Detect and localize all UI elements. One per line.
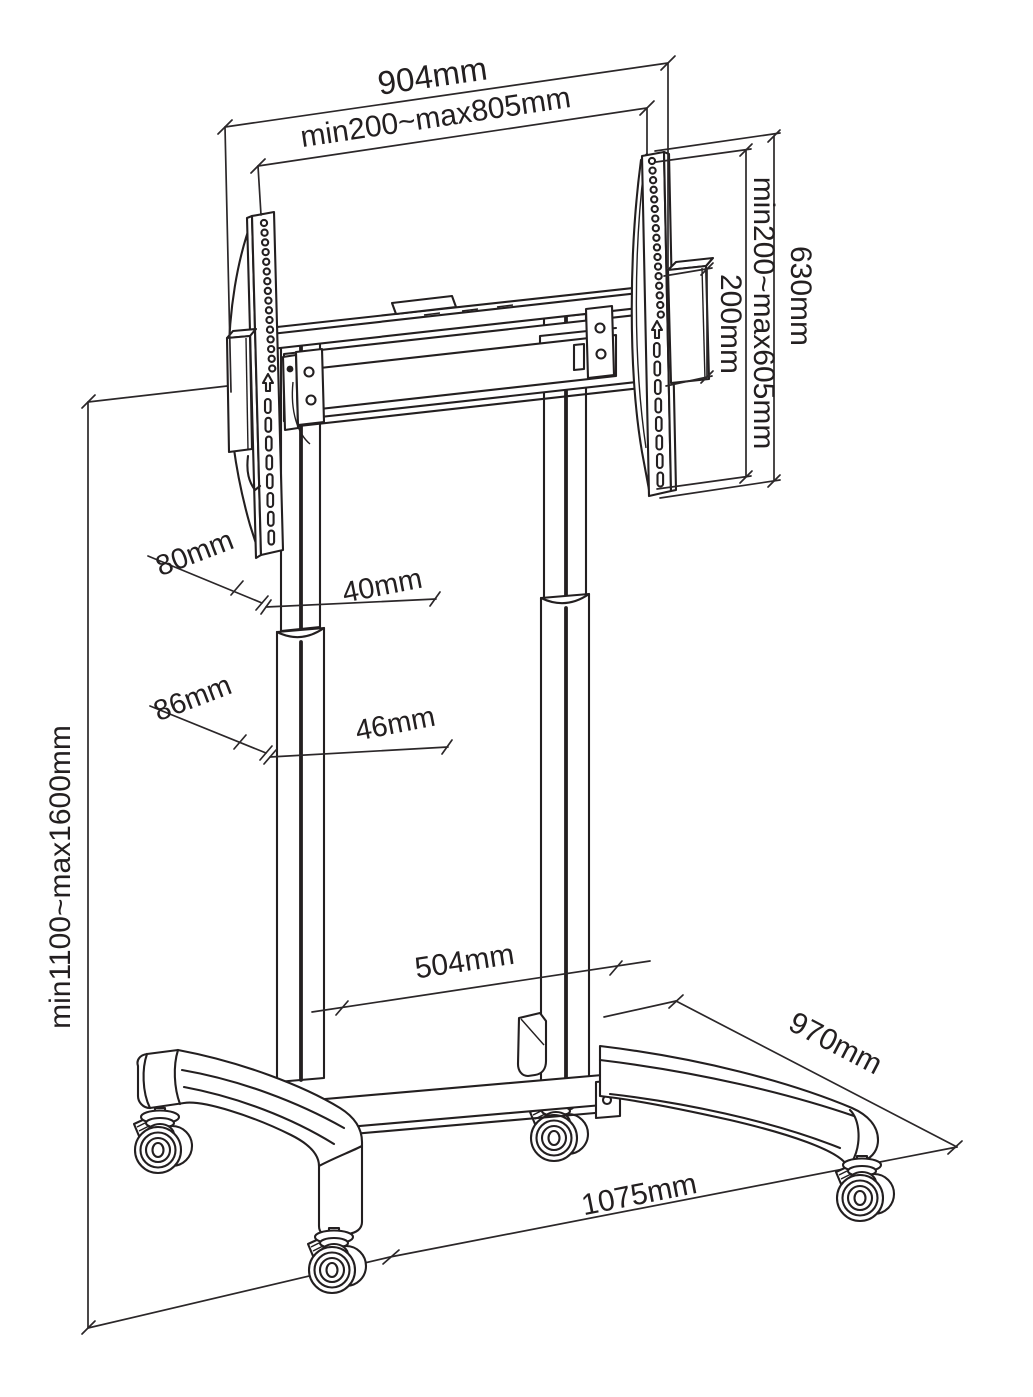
right-vesa-rail — [630, 150, 715, 498]
dim-label-vesa-plate-height: 200mm — [714, 274, 747, 374]
dim-label-column-spacing: 504mm — [413, 938, 517, 986]
caster-right — [834, 1154, 896, 1223]
dim-label-vesa-height-range: min200~max605mm — [747, 177, 780, 450]
dim-label-inner-column-depth: 80mm — [151, 524, 238, 583]
dim-label-height-range: min1100~max1600mm — [44, 725, 77, 1029]
vesa-slots-right — [652, 341, 665, 488]
dim-label-outer-column-width: 46mm — [353, 701, 438, 748]
dim-label-outer-column-depth: 86mm — [149, 669, 236, 728]
vesa-holes-left — [259, 218, 277, 373]
up-arrow-icon — [650, 319, 664, 340]
cable-hook — [516, 1011, 548, 1078]
base-left-leg — [136, 1048, 364, 1238]
caster-front-left — [132, 1106, 194, 1175]
dim-label-base-width: 1075mm — [579, 1167, 700, 1222]
base-right-leg — [598, 1044, 880, 1166]
vesa-holes-right — [647, 156, 665, 319]
caster-bottom-center — [306, 1226, 368, 1295]
left-column — [275, 338, 326, 1084]
dimension-labels: 904mm min200~max805mm 630mm min200~max60… — [44, 49, 887, 1222]
dim-label-base-depth: 970mm — [783, 1006, 887, 1081]
crossbar-assembly — [260, 285, 650, 445]
dim-label-bracket-height: 630mm — [784, 246, 817, 346]
left-vesa-rail — [225, 210, 285, 560]
up-arrow-icon — [261, 372, 275, 393]
vesa-slots-left — [263, 397, 276, 546]
dimension-lines — [147, 55, 963, 1265]
right-column — [539, 312, 591, 1084]
dim-label-inner-column-width: 40mm — [340, 563, 425, 610]
floor-dimension-lines — [81, 384, 958, 1335]
dim-label-overall-width: 904mm — [375, 49, 489, 101]
